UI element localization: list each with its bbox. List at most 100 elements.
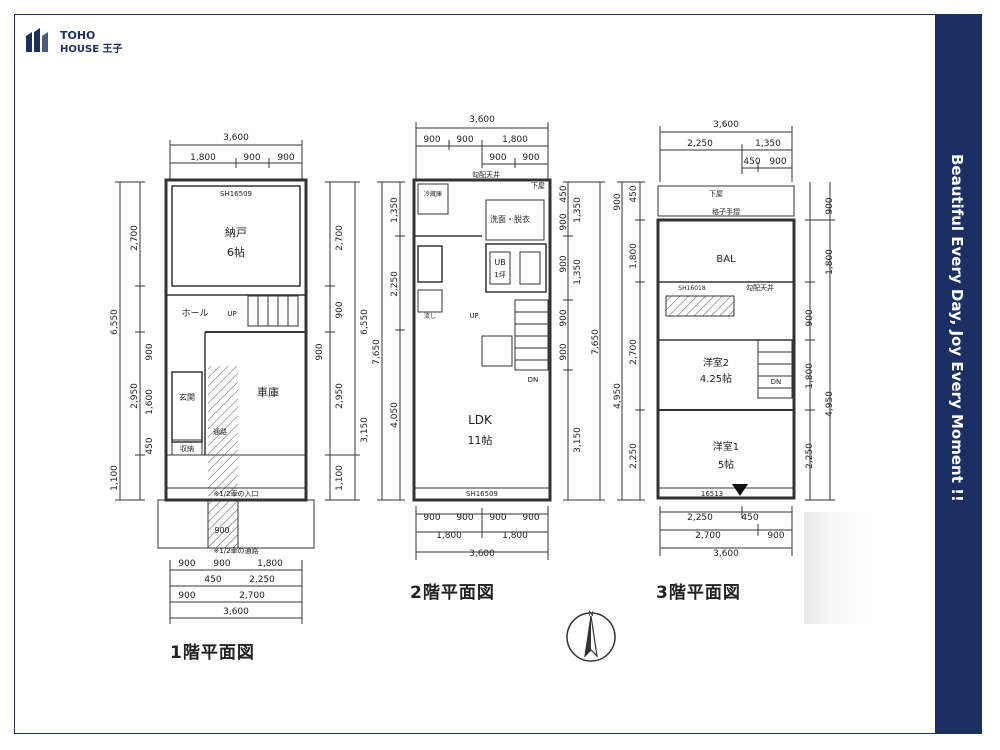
f1-bottom-dim: 2,700 [239, 591, 265, 601]
f2-top-part: 900 [456, 135, 473, 145]
f2-top-part2: 900 [489, 153, 506, 163]
f1-right-dim: 3,150 [360, 417, 370, 443]
f2-beam: SH16509 [466, 490, 498, 498]
f3-bottom-dim: 900 [767, 531, 784, 541]
logo-mark-icon [26, 28, 48, 52]
f1-top-total: 3,600 [223, 133, 249, 143]
f2-left-dim: 1,350 [390, 197, 400, 223]
f1-storage: 納戸 [225, 226, 247, 239]
page-frame [14, 14, 936, 734]
f3-left-dim: 450 [629, 185, 639, 202]
f2-up: UP [469, 312, 478, 320]
f3-right-dim: 1,800 [825, 249, 835, 275]
f2-top-total: 3,600 [469, 115, 495, 125]
f2-left-dim: 4,050 [390, 402, 400, 428]
f1-bottom-dim: 1,800 [257, 559, 283, 569]
floor3-labels: 3,600 2,250 1,350 450 900 下屋 格子手摺 BAL SH… [613, 120, 835, 559]
f1-bottom-dim: 900 [178, 559, 195, 569]
slogan-vertical: Beautiful Every Day, Joy Every Moment !! [948, 154, 966, 502]
f2-right-dim: 7,650 [591, 329, 601, 355]
f1-left-dim: 6,550 [110, 309, 120, 335]
f3-room1-size: 5帖 [718, 458, 734, 471]
f1-hall: ホール [181, 308, 208, 319]
f3-right-dim: 900 [825, 197, 835, 214]
sidebar-banner: Beautiful Every Day, Joy Every Moment !! [936, 14, 982, 734]
f3-bottom-dim: 2,700 [695, 531, 721, 541]
f3-top-part2: 900 [769, 157, 786, 167]
f1-beam: SH16509 [220, 190, 252, 198]
f2-top-part: 1,800 [502, 135, 528, 145]
f3-roof: 勾配天井 [746, 283, 774, 292]
compass-north-icon: N [566, 610, 616, 662]
compass-label: N [588, 610, 593, 618]
f1-right-dim: 2,950 [335, 383, 345, 409]
f1-top-part: 900 [277, 153, 294, 163]
f2-ub: UB [494, 258, 505, 267]
floor1-labels: 3,600 1,800 900 900 SH16509 納戸 6帖 ホール UP… [110, 133, 370, 617]
f1-entrance: 玄関 [179, 392, 195, 402]
f2-right-dim: 900 [559, 343, 569, 360]
f3-room2: 洋室2 [703, 356, 729, 369]
f3-bal: BAL [716, 254, 736, 265]
f1-left-dim: 900 [145, 343, 155, 360]
floor3-title: 3階平面図 [656, 583, 741, 603]
f2-right-dim: 900 [559, 255, 569, 272]
f3-shita: 下屋 [709, 190, 723, 198]
photo-fade-edge [804, 512, 874, 624]
f2-roof: 勾配天井 [472, 170, 500, 179]
floor2-plan [377, 122, 605, 560]
f3-top-total: 3,600 [713, 120, 739, 130]
f2-right-dim: 450 [559, 185, 569, 202]
f1-right-dim: 900 [335, 301, 345, 318]
f1-right-dim: 2,700 [335, 225, 345, 251]
f1-left-dim: 1,100 [110, 465, 120, 491]
f3-top-part: 2,250 [687, 139, 713, 149]
f3-room2-size: 4.25帖 [700, 372, 732, 385]
slogan-text: Beautiful Every Day, Joy Every Moment !! [948, 154, 966, 502]
f3-bottom-total: 3,600 [713, 549, 739, 559]
f1-passage: 通路 [213, 427, 227, 436]
f2-left-dim: 7,650 [372, 339, 382, 365]
f3-dn: DN [771, 378, 782, 386]
f1-road-note1: ※1/2車の入口 [213, 489, 258, 498]
f1-road-note2: ※1/2車の通路 [213, 546, 258, 555]
f1-garage: 車庫 [257, 385, 279, 399]
f3-right-dim: 4,950 [825, 391, 835, 417]
f3-rail: 格子手摺 [712, 207, 740, 216]
f1-right-dim: 900 [315, 343, 325, 360]
f2-bottom-dim: 900 [522, 513, 539, 523]
f2-wash: 洗面・脱衣 [490, 214, 530, 224]
f2-shita: 下屋 [531, 182, 545, 190]
f1-bottom-dim: 900 [178, 591, 195, 601]
f2-bottom-dim: 900 [423, 513, 440, 523]
f3-left-dim: 900 [613, 193, 623, 210]
f1-up: UP [227, 310, 236, 318]
f2-bottom-dim: 900 [489, 513, 506, 523]
f1-top-part: 1,800 [190, 153, 216, 163]
f2-bottom-total: 3,600 [469, 549, 495, 559]
f3-left-dim: 2,700 [629, 339, 639, 365]
f3-bottom-dim: 2,250 [687, 513, 713, 523]
f1-shoes: 収納 [180, 444, 194, 453]
f2-right-dim: 900 [559, 309, 569, 326]
f1-right-dim: 6,550 [360, 309, 370, 335]
f3-bottom-dim: 450 [741, 513, 758, 523]
f1-left-dim: 2,950 [130, 383, 140, 409]
f2-dn: DN [528, 376, 539, 384]
f1-storage-size: 6帖 [227, 246, 245, 259]
f2-top-part2: 900 [522, 153, 539, 163]
floor2-labels: 3,600 900 900 1,800 900 900 勾配天井 下屋 洗面・脱… [372, 115, 601, 559]
brand-logo: TOHO HOUSE 王子 [26, 28, 123, 55]
f1-left-dim: 1,600 [145, 389, 155, 415]
f2-kitchen: 冷蔵庫 [424, 190, 442, 198]
f3-beam2: SH16018 [678, 285, 706, 292]
f2-ldk-size: 11帖 [468, 434, 493, 447]
f2-left-dim: 2,250 [390, 271, 400, 297]
f3-right-dim: 2,250 [805, 443, 815, 469]
f1-bottom-dim: 450 [204, 575, 221, 585]
f2-ldk: LDK [468, 413, 493, 427]
f1-bottom-total: 3,600 [223, 607, 249, 617]
f2-sink: 流し [424, 312, 436, 320]
f1-left-dim: 2,700 [130, 225, 140, 251]
f3-room1: 洋室1 [713, 440, 739, 453]
